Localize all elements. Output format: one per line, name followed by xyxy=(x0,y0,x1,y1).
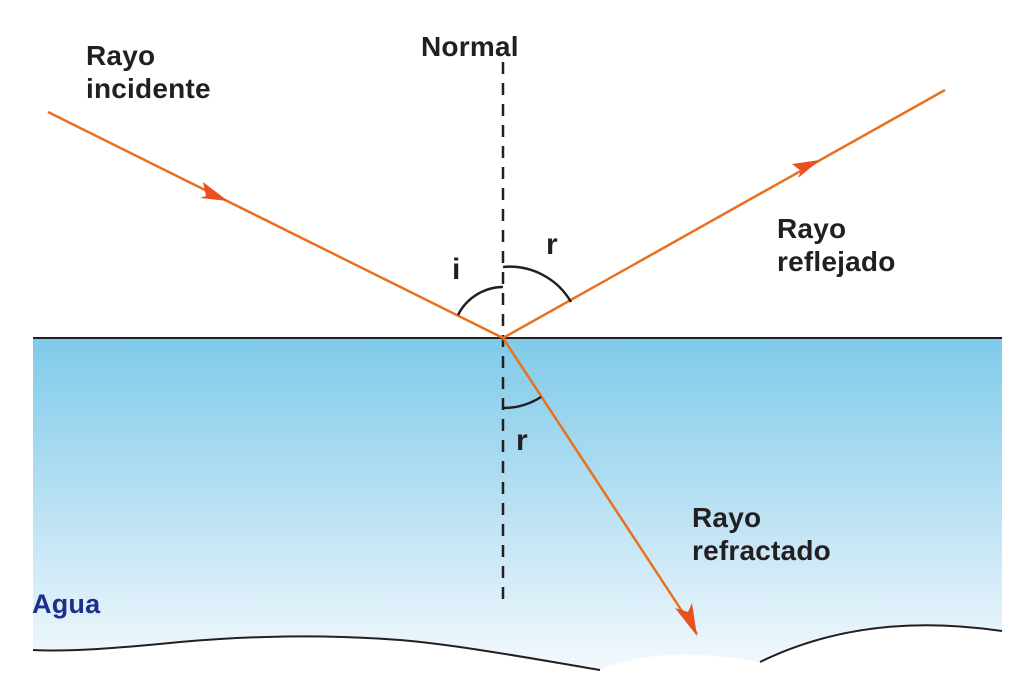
angle-refraction-label: r xyxy=(516,424,528,458)
angle-incidence-text: i xyxy=(452,253,461,286)
water-bottom-edge xyxy=(32,635,601,671)
angle-incidence-label: i xyxy=(452,253,460,287)
normal-label-text: Normal xyxy=(421,31,519,62)
medium-label: Agua xyxy=(32,588,100,621)
water-region xyxy=(33,338,1002,670)
angle-reflection-text: r xyxy=(546,228,558,261)
reflected-ray-label-line1: Rayo xyxy=(777,213,847,244)
normal-label: Normal xyxy=(421,30,519,63)
reflected-ray xyxy=(502,88,946,340)
water-bottom-edge-right xyxy=(759,624,1003,663)
reflected-ray-arrowhead xyxy=(792,160,820,178)
medium-label-text: Agua xyxy=(32,589,101,619)
angle-refraction-arc xyxy=(502,395,542,410)
refracted-ray-label: Rayo refractado xyxy=(692,501,831,567)
refracted-ray-label-line1: Rayo xyxy=(692,502,762,533)
refracted-ray-arrowhead xyxy=(675,603,697,636)
incident-ray xyxy=(47,110,504,340)
incident-ray-label-line2: incidente xyxy=(86,73,211,104)
angle-refraction-text: r xyxy=(516,424,528,457)
refracted-ray-label-line2: refractado xyxy=(692,535,831,566)
refracted-ray xyxy=(501,337,699,635)
angle-reflection-label: r xyxy=(546,228,558,262)
incident-ray-label-line1: Rayo xyxy=(86,40,156,71)
angle-i-arc xyxy=(456,285,504,316)
angle-r-arc xyxy=(502,265,573,303)
reflected-ray-label-line2: reflejado xyxy=(777,246,896,277)
incident-ray-arrowhead xyxy=(200,182,228,201)
incident-ray-label: Rayo incidente xyxy=(86,39,211,105)
reflected-ray-label: Rayo reflejado xyxy=(777,212,896,278)
